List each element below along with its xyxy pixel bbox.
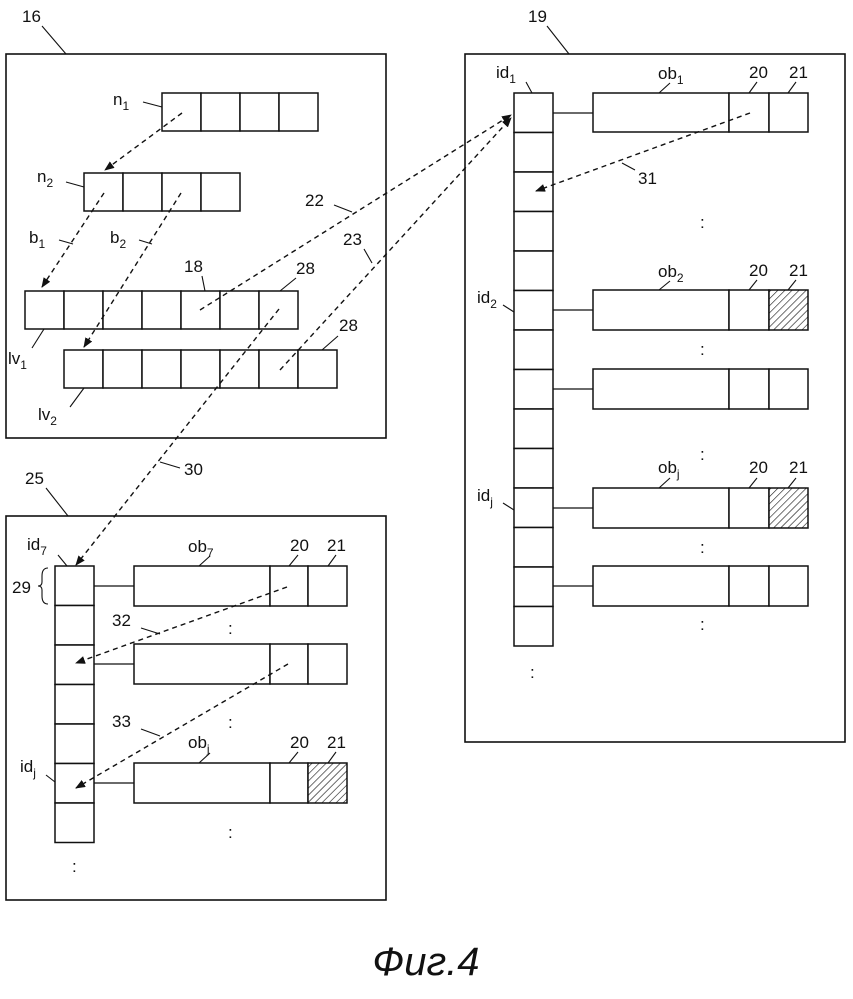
- object-row-3: [553, 369, 808, 409]
- ref-22: 22: [305, 191, 324, 210]
- ref-16: 16: [22, 7, 41, 26]
- label-obj-right: obj: [658, 458, 680, 481]
- ref-32: 32: [112, 611, 131, 630]
- ref-21-ob2: 21: [789, 261, 808, 280]
- ref-20-ob2: 20: [749, 261, 768, 280]
- label-n1: n1: [113, 90, 129, 113]
- label-obj-bottom: obj: [188, 733, 210, 756]
- label-idj-right: idj: [477, 486, 493, 509]
- ref-21-ob7: 21: [327, 536, 346, 555]
- ref-31: 31: [638, 169, 657, 188]
- ellipsis-id-19: :: [530, 663, 535, 682]
- label-id7: id7: [27, 535, 47, 558]
- ref-20-obj-right: 20: [749, 458, 768, 477]
- ref-20-ob7: 20: [290, 536, 309, 555]
- leaf-vector-lv2: [64, 350, 337, 388]
- label-ob2: ob2: [658, 262, 684, 285]
- leaf-vector-lv1: [25, 291, 298, 329]
- ellipsis-25-b: :: [228, 713, 233, 732]
- node-n2: [84, 173, 240, 211]
- id-column-25: [55, 566, 94, 843]
- label-b2: b2: [110, 228, 126, 251]
- ellipsis-19-a: :: [700, 213, 705, 232]
- label-lv1: lv1: [8, 349, 27, 372]
- label-id1: id1: [496, 63, 516, 86]
- label-id2: id2: [477, 288, 497, 311]
- ellipsis-25-c: :: [228, 823, 233, 842]
- ellipsis-19-b: :: [700, 340, 705, 359]
- ellipsis-19-e: :: [700, 615, 705, 634]
- pointer-30: [76, 309, 279, 565]
- label-n2: n2: [37, 167, 53, 190]
- object-row-ob2: [553, 290, 808, 330]
- ref-25: 25: [25, 469, 44, 488]
- ellipsis-19-c: :: [700, 445, 705, 464]
- ref-28-lv2: 28: [339, 316, 358, 335]
- pointer-23: [280, 118, 511, 370]
- ref-21-obj-bottom: 21: [327, 733, 346, 752]
- node-n1: [162, 93, 318, 131]
- object-row-25-2: [94, 644, 347, 684]
- ref-21-obj-right: 21: [789, 458, 808, 477]
- label-b1: b1: [29, 228, 45, 251]
- label-lv2: lv2: [38, 405, 57, 428]
- label-ob7: ob7: [188, 537, 214, 560]
- ref-20-obj-bottom: 20: [290, 733, 309, 752]
- object-row-ob1: [553, 93, 808, 132]
- ref-21-ob1: 21: [789, 63, 808, 82]
- ref-28-lv1: 28: [296, 259, 315, 278]
- id-column-19: [514, 93, 553, 646]
- label-idj-bottom: idj: [20, 757, 36, 780]
- ref-19: 19: [528, 7, 547, 26]
- ellipsis-id-25: :: [72, 857, 77, 876]
- ref-18: 18: [184, 257, 203, 276]
- object-row-ob7: [94, 566, 347, 606]
- ref-30: 30: [184, 460, 203, 479]
- label-ob1: ob1: [658, 64, 684, 87]
- brace-29: [38, 568, 48, 604]
- object-row-5: [553, 566, 808, 606]
- ellipsis-19-d: :: [700, 538, 705, 557]
- ref-20-ob1: 20: [749, 63, 768, 82]
- ellipsis-25-a: :: [228, 619, 233, 638]
- figure-caption: Фиг.4: [372, 940, 479, 984]
- object-row-obj-right: [553, 488, 808, 528]
- ref-23: 23: [343, 230, 362, 249]
- object-row-obj-bottom: [94, 763, 347, 803]
- ref-29: 29: [12, 578, 31, 597]
- ref-33: 33: [112, 712, 131, 731]
